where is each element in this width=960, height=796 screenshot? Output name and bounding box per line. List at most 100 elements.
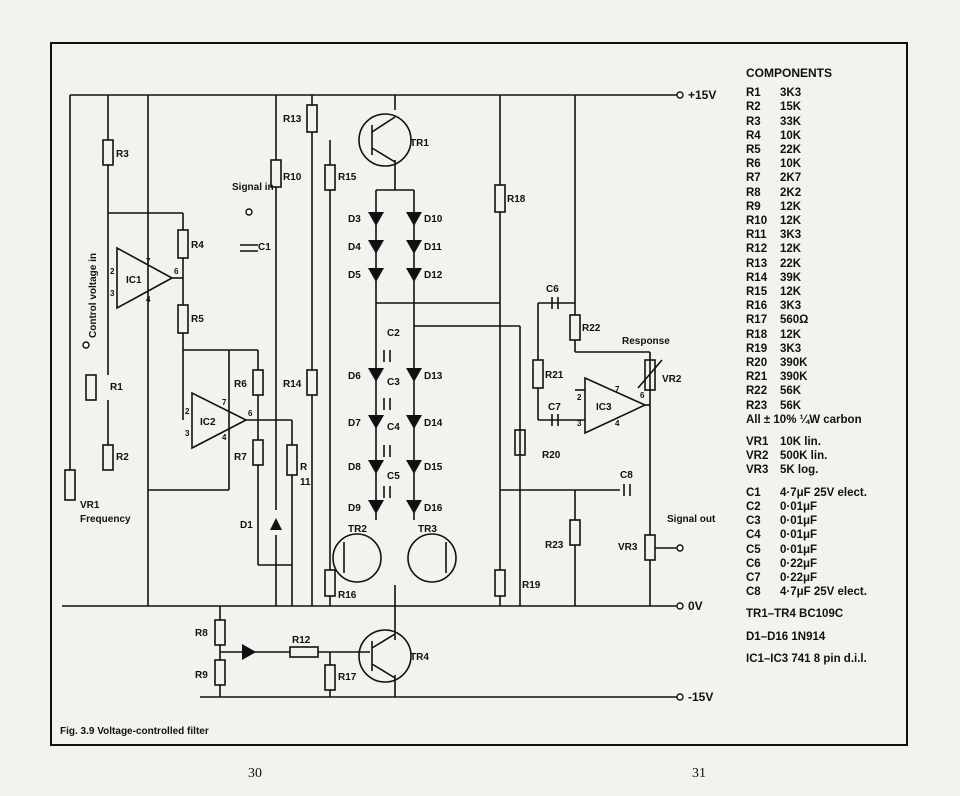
resistor-r17 (324, 664, 336, 691)
resistor-r18 (494, 184, 506, 213)
label-c8: C8 (620, 470, 633, 481)
resistor-entry-id: R23 (746, 399, 768, 412)
pin-ic1-6: 6 (174, 267, 179, 276)
pot-vr1 (64, 469, 76, 501)
label-c4: C4 (387, 422, 400, 433)
label-c5: C5 (387, 471, 400, 482)
pot-entry-value: 500K lin. (780, 450, 828, 463)
resistor-r14 (306, 369, 318, 396)
pot-vr2 (644, 359, 656, 391)
label-d6: D6 (348, 371, 361, 382)
resistor-entry-value: 12K (780, 200, 802, 213)
label-r17: R17 (338, 672, 357, 683)
pin-ic1-2: 2 (110, 267, 115, 276)
semiconductor-entry: D1–D16 1N914 (746, 630, 826, 643)
capacitor-entry-value: 0·01μF (780, 500, 818, 513)
label-c3: C3 (387, 377, 400, 388)
control-voltage-label: Control voltage in (88, 253, 99, 338)
diode-chain (242, 212, 422, 660)
capacitor-entry-value: 0·01μF (780, 543, 818, 556)
resistor-r9 (214, 659, 226, 686)
capacitor-entry-id: C2 (746, 500, 761, 513)
label-d4: D4 (348, 242, 361, 253)
resistor-entry-value: 10K (780, 129, 802, 142)
resistor-entry-value: 12K (780, 215, 802, 228)
opamp-ic3 (584, 376, 647, 435)
resistor-r7 (252, 439, 264, 466)
resistor-entry-value: 10K (780, 158, 802, 171)
supply-pos-label: +15V (688, 88, 716, 102)
resistor-entry-id: R4 (746, 129, 761, 142)
capacitor-entry-value: 0·22μF (780, 571, 818, 584)
resistor-entry-id: R13 (746, 257, 768, 270)
label-r16: R16 (338, 590, 357, 601)
resistor-entry-id: R10 (746, 215, 768, 228)
capacitor-entry-id: C5 (746, 543, 761, 556)
pot-entry-id: VR3 (746, 464, 769, 477)
label-r3: R3 (116, 149, 129, 160)
label-r2: R2 (116, 452, 129, 463)
supply-zero-label: 0V (688, 599, 703, 613)
semiconductor-entry: TR1–TR4 BC109C (746, 608, 844, 621)
label-d7: D7 (348, 418, 361, 429)
pin-ic2-2: 2 (185, 407, 190, 416)
capacitor-entry-value: 0·22μF (780, 557, 818, 570)
resistor-entry: R5 22K (746, 143, 867, 157)
pin-ic3-2: 2 (577, 393, 582, 402)
resistor-entry: R10 12K (746, 214, 867, 228)
label-r11b: 11 (300, 477, 311, 488)
transistor-tr3 (407, 533, 457, 583)
capacitor-entry-value: 4·7μF 25V elect. (780, 486, 867, 499)
resistor-entry-id: R12 (746, 243, 768, 256)
resistor-r1 (85, 374, 97, 401)
label-r14: R14 (283, 379, 302, 390)
resistor-r16 (324, 569, 336, 597)
page-number-right: 31 (692, 766, 706, 781)
capacitor-entry-value: 0·01μF (780, 515, 818, 528)
pin-ic2-7: 7 (222, 398, 227, 407)
label-r9: R9 (195, 670, 208, 681)
label-r10: R10 (283, 172, 302, 183)
label-vr1: VR1 (80, 500, 100, 511)
capacitor-entry: C6 0·22μF (746, 557, 867, 571)
transistor-tr2 (332, 533, 382, 583)
resistor-entry-id: R2 (746, 101, 761, 114)
resistor-r20 (514, 429, 526, 456)
label-r7: R7 (234, 452, 247, 463)
resistor-entry-id: R5 (746, 144, 761, 157)
resistor-r2 (102, 444, 114, 471)
terminal-signal-in (245, 208, 253, 216)
pin-ic1-7: 7 (146, 257, 151, 266)
capacitor-entry-value: 4·7μF 25V elect. (780, 586, 867, 599)
resistor-note: All ± 10% ¼W carbon (746, 413, 862, 426)
resistor-entry: R12 12K (746, 242, 867, 256)
transistor-tr1 (358, 113, 412, 167)
label-d5: D5 (348, 270, 361, 281)
label-r5: R5 (191, 314, 204, 325)
resistor-entry-value: 12K (780, 243, 802, 256)
resistor-entry-value: 22K (780, 144, 802, 157)
resistor-r4 (177, 229, 189, 259)
response-label: Response (622, 336, 670, 347)
resistor-entry-value: 390K (780, 357, 808, 370)
resistor-entry-id: R15 (746, 286, 768, 299)
label-r15: R15 (338, 172, 357, 183)
label-d16: D16 (424, 503, 443, 514)
pot-vr3 (644, 534, 656, 561)
resistor-r21 (532, 359, 544, 389)
capacitor-entry-id: C6 (746, 557, 761, 570)
label-d11: D11 (424, 242, 442, 253)
